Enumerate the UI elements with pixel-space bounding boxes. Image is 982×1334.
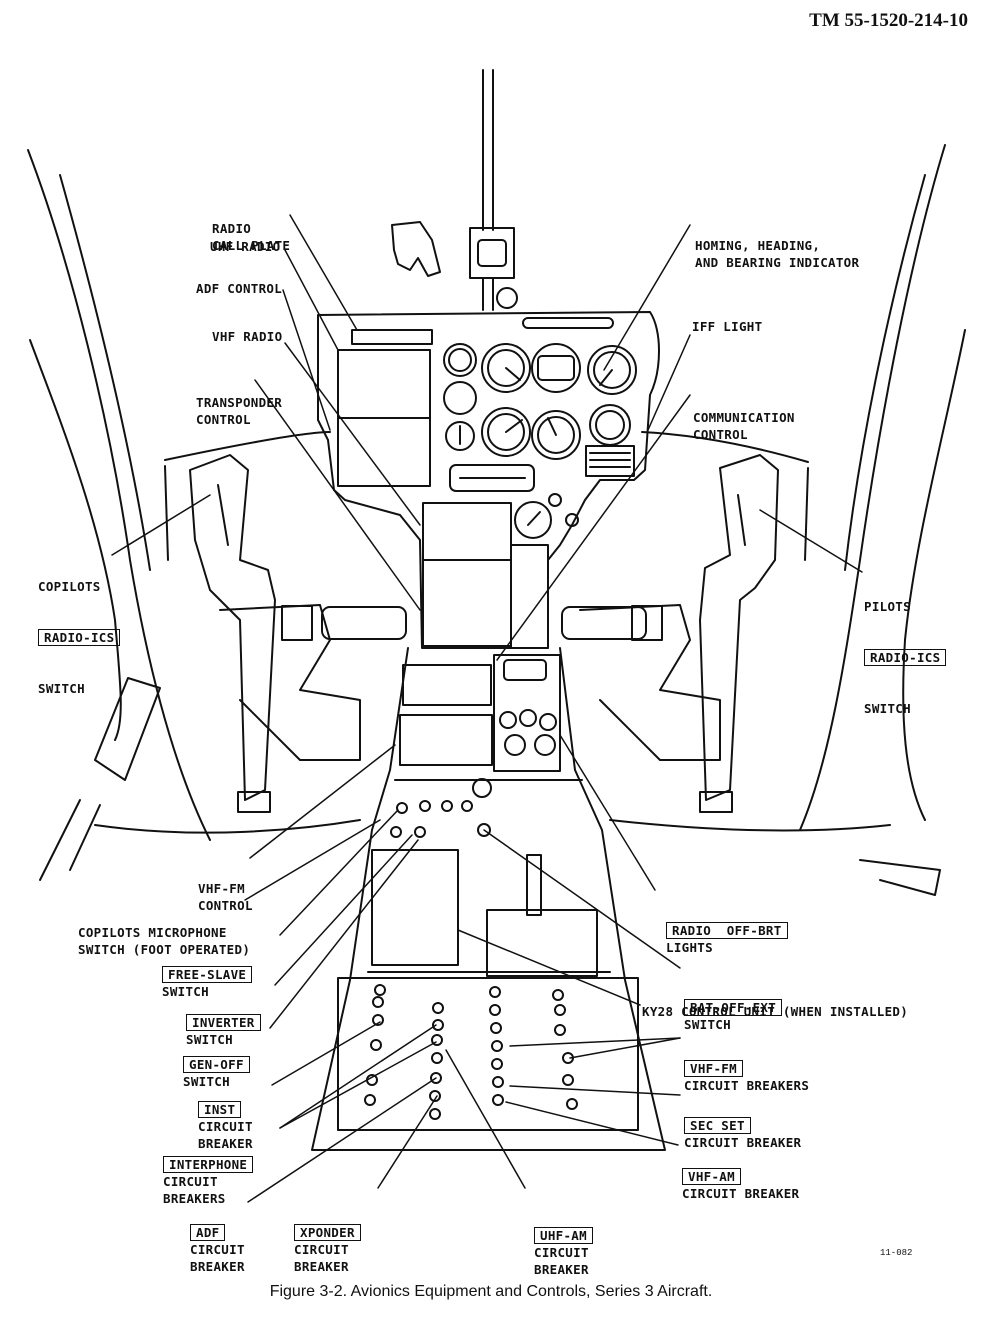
- copilot-cyclic-stick: [190, 455, 275, 812]
- document-id: TM 55-1520-214-10: [809, 10, 968, 31]
- center-console: [312, 648, 665, 1150]
- collective-lever: [40, 678, 160, 880]
- pilot-cyclic-stick: [700, 455, 778, 812]
- canopy-frame: [28, 145, 965, 840]
- instrument-panel: [318, 312, 659, 648]
- label-uhf-radio: UHF RADIO: [210, 239, 281, 254]
- hand-pointer-icon: [392, 222, 440, 276]
- figure-number: 11-082: [880, 1248, 913, 1258]
- seats: [220, 605, 720, 760]
- compass-mount: [470, 70, 517, 310]
- label-pilots-radio-ics: PILOTS RADIO-ICS SWITCH: [864, 564, 947, 734]
- label-adf-control: ADF CONTROL: [196, 281, 283, 296]
- figure-caption: Figure 3-2. Avionics Equipment and Contr…: [269, 1283, 713, 1300]
- label-iff-light: IFF LIGHT: [692, 319, 763, 334]
- label-vhf-radio: VHF RADIO: [212, 329, 283, 344]
- label-ky28-control-unit: KY28 CONTROL UNIT (WHEN INSTALLED): [642, 1004, 909, 1019]
- label-homing-indicator: HOMING, HEADING,AND BEARING INDICATOR: [695, 238, 860, 270]
- label-copilots-radio-ics: COPILOTS RADIO-ICS SWITCH: [38, 544, 121, 714]
- leader-lines: [112, 215, 862, 1202]
